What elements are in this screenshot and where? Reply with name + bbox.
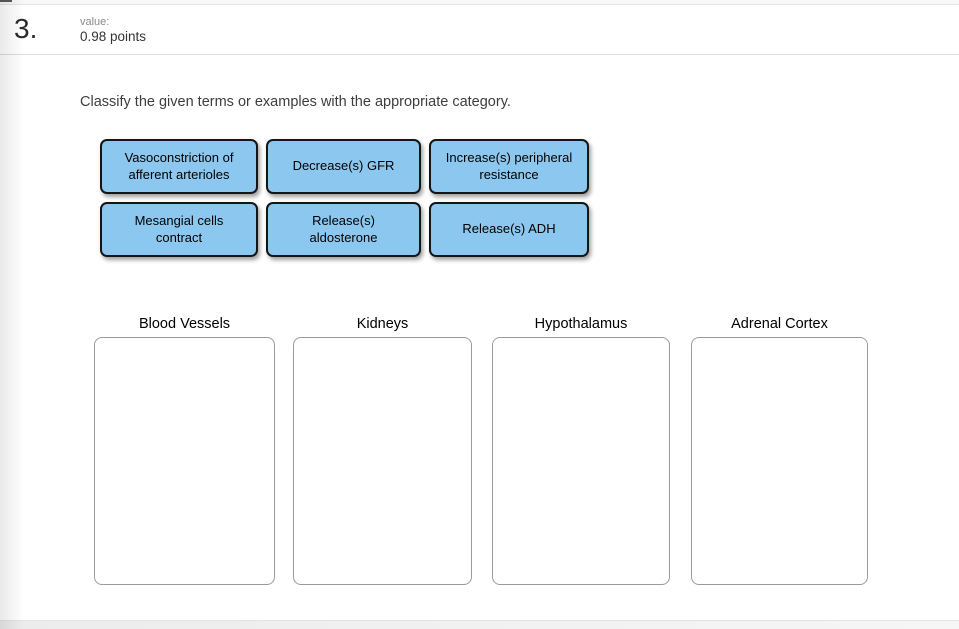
chips-row-1: Vasoconstriction of afferent arterioles … [100,139,589,194]
header-divider [0,54,959,55]
category-header-hypothalamus: Hypothalamus [534,316,628,332]
points-value: 0.98 points [80,29,147,44]
term-chip-decrease-gfr[interactable]: Decrease(s) GFR [266,139,421,194]
category-blood-vessels: Blood Vessels [94,315,275,585]
category-header-blood-vessels: Blood Vessels [138,316,231,332]
value-label: value: [80,16,110,28]
top-corner-artifact [0,0,12,2]
category-header-kidneys: Kidneys [356,316,409,332]
chips-row-2: Mesangial cells contract Release(s) aldo… [100,202,589,257]
left-edge-shadow [0,0,24,629]
page-top-strip [0,0,959,5]
dropzone-blood-vessels[interactable] [94,337,275,585]
term-chip-increase-peripheral-resistance[interactable]: Increase(s) peripheral resistance [429,139,589,194]
term-chips-area: Vasoconstriction of afferent arterioles … [100,139,589,257]
dropzone-kidneys[interactable] [293,337,472,585]
question-prompt: Classify the given terms or examples wit… [80,94,511,110]
dropzone-hypothalamus[interactable] [492,337,670,585]
page-bottom-band [0,620,959,629]
term-chip-mesangial-cells[interactable]: Mesangial cells contract [100,202,258,257]
category-hypothalamus: Hypothalamus [492,315,670,585]
category-kidneys: Kidneys [293,315,472,585]
category-header-adrenal-cortex: Adrenal Cortex [731,316,828,332]
term-chip-release-aldosterone[interactable]: Release(s) aldosterone [266,202,421,257]
dropzone-adrenal-cortex[interactable] [691,337,868,585]
term-chip-vasoconstriction[interactable]: Vasoconstriction of afferent arterioles [100,139,258,194]
category-adrenal-cortex: Adrenal Cortex [691,315,868,585]
question-number: 3. [14,13,38,44]
term-chip-release-adh[interactable]: Release(s) ADH [429,202,589,257]
